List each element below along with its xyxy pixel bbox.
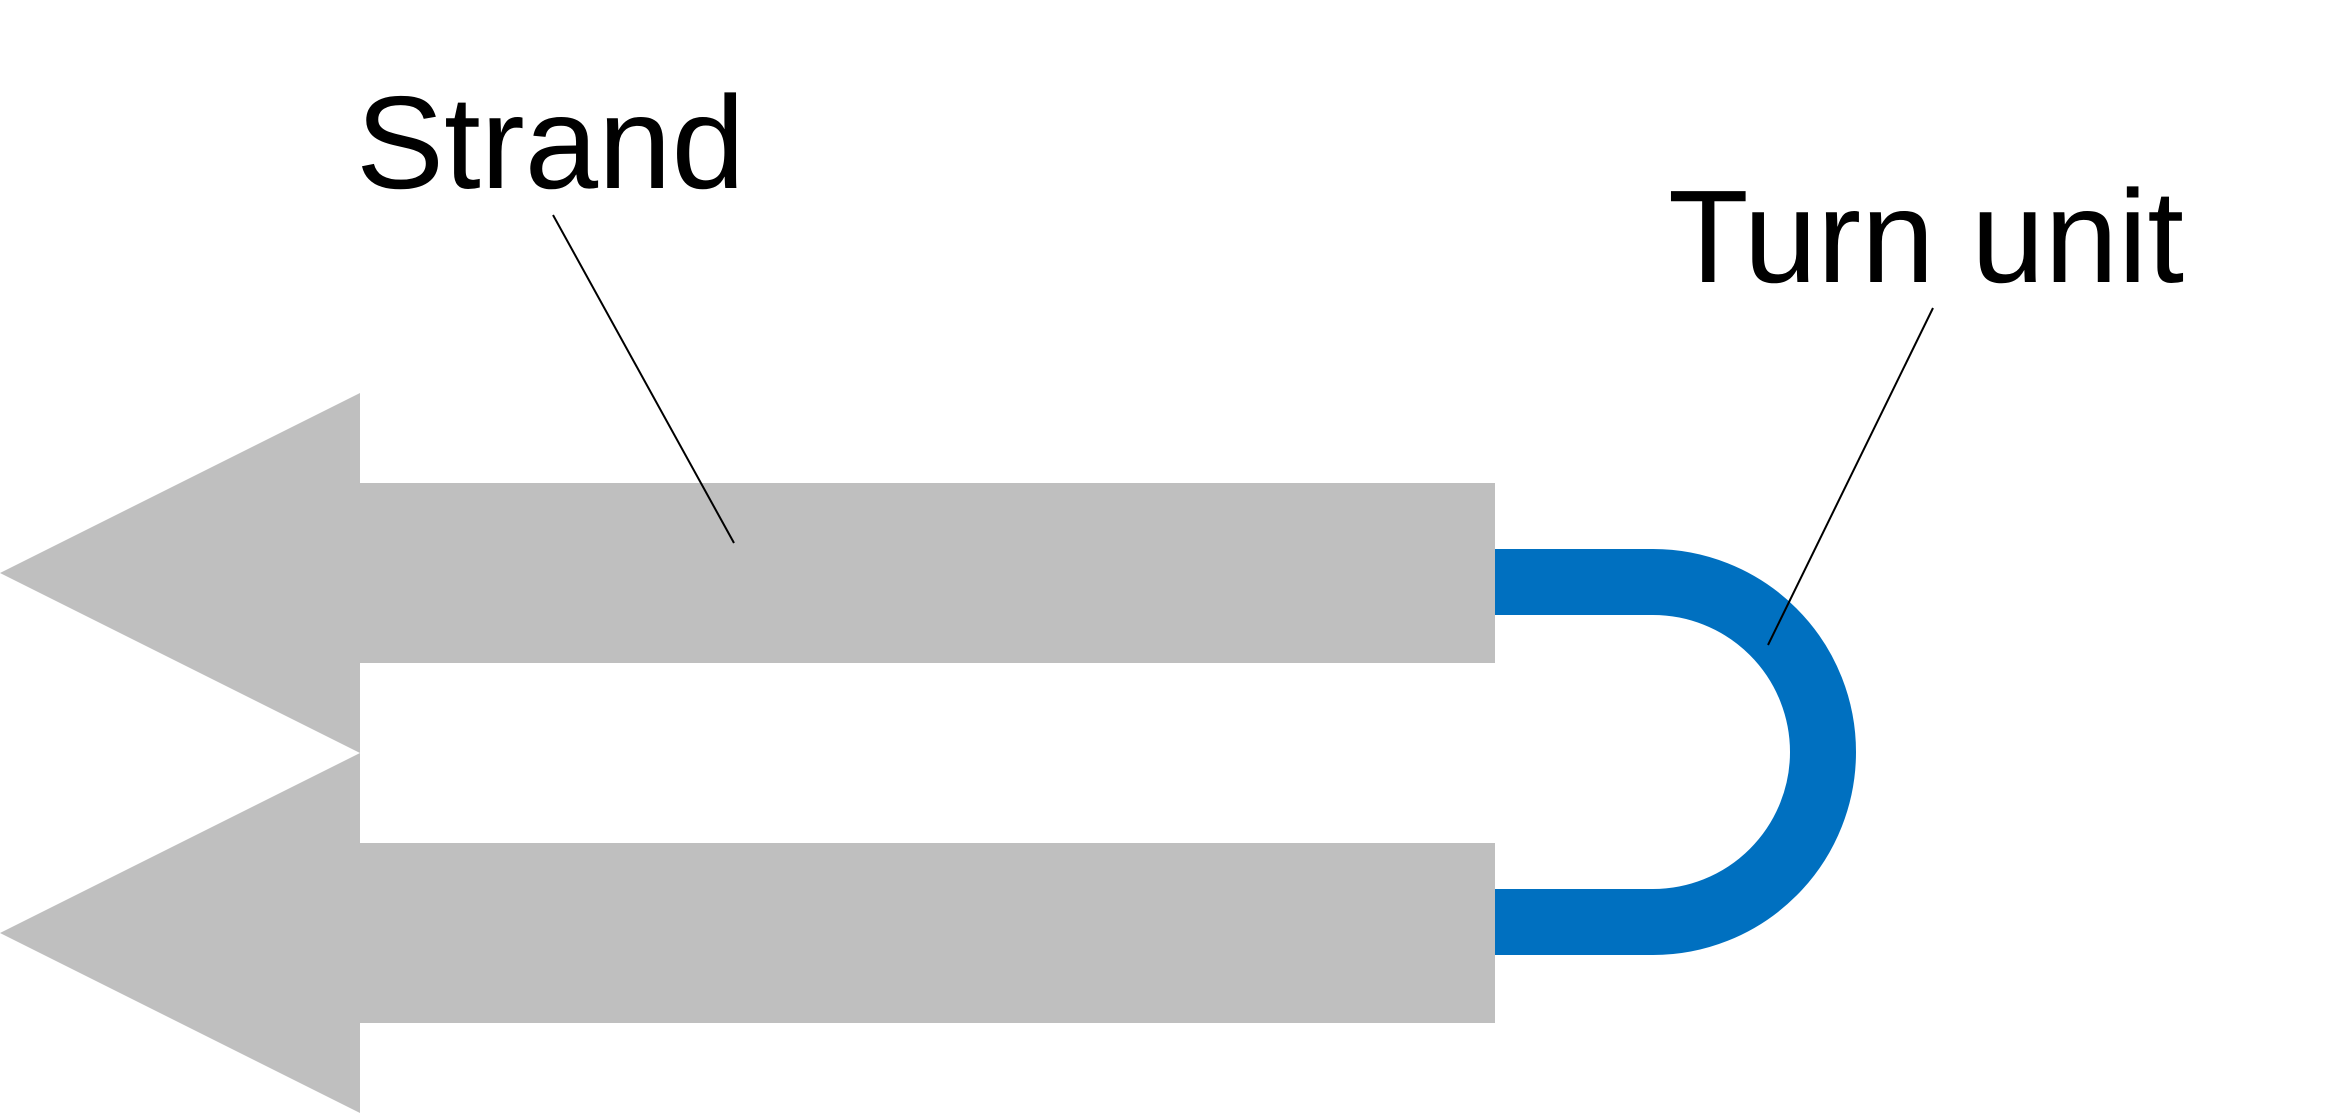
turn-unit-label: Turn unit	[1668, 163, 2184, 310]
strand-arrow-lower	[0, 753, 1495, 1113]
strand-leader-line	[552, 214, 735, 544]
strand-arrow-upper	[0, 393, 1495, 753]
strand-label: Strand	[356, 69, 745, 216]
turn-unit-leader-line	[1767, 307, 1934, 646]
turn-unit-shape	[1495, 549, 1856, 955]
